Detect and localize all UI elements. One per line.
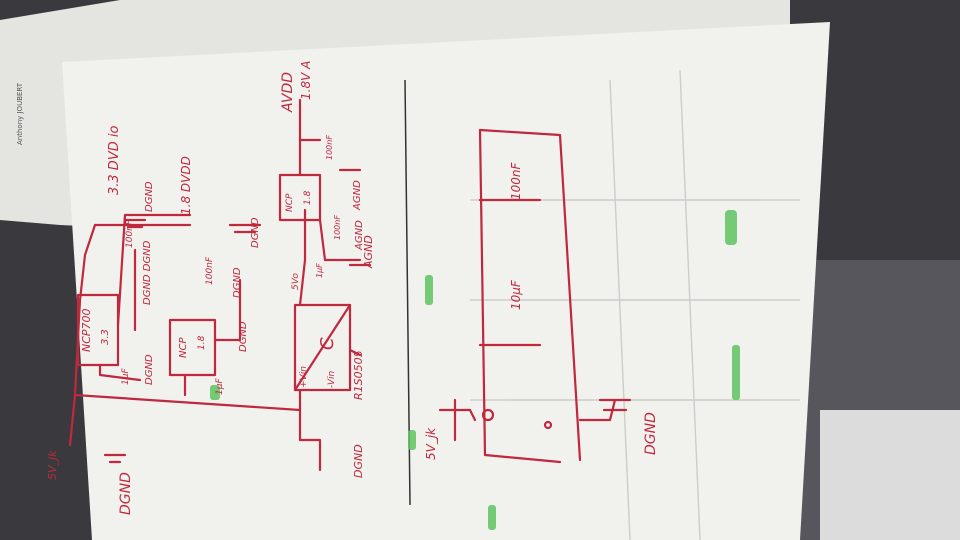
label-dgnd-1v8: DGND	[250, 217, 261, 248]
author-note: Anthony JOUBERT	[16, 82, 24, 145]
label-dgnd-1v8b: DGND	[232, 267, 243, 298]
label-dgnd-bottom: DGND	[643, 412, 659, 455]
label-agnd1: AGND	[362, 235, 375, 269]
label-5v-bottom: 5V_jk	[424, 427, 438, 460]
label-cap-reg2-in: 1µF	[215, 378, 225, 395]
label-5v-top: 5V_jk	[46, 450, 59, 480]
handwritten-labels: 5V_jk DGND NCP700 3.3 1µF DGND 3.3 DVD i…	[46, 61, 659, 515]
label-out-1v8: 1.8 DVDD	[179, 156, 193, 215]
label-agnd3: AGND	[352, 180, 363, 211]
monitor-corner	[820, 410, 960, 540]
label-cap-100n-c: 100nF	[509, 161, 523, 200]
label-cap-1v8: 100nF	[205, 256, 215, 285]
label-avdd-sub: 1.8V A	[299, 61, 313, 100]
label-dgnd-dgnd: DGND DGND	[142, 240, 153, 305]
label-reg3-sub: 1.8	[303, 190, 313, 205]
label-avdd: AVDD	[280, 72, 296, 113]
label-vout: 5Vo	[291, 273, 301, 290]
label-reg2: NCP	[178, 337, 189, 358]
label-cap-avdd: 100nF	[325, 135, 334, 160]
label-dgnd-left: DGND	[118, 472, 134, 515]
right-schematic	[438, 128, 632, 464]
label-reg1-sub: 3.3	[100, 329, 111, 345]
label-reg3: NCP	[285, 193, 295, 212]
label-conv: C	[317, 337, 338, 350]
label-cap-3v3: 100nF	[125, 219, 135, 248]
left-schematic	[68, 98, 372, 472]
label-vin-minus: -Vin	[327, 370, 337, 388]
label-conv-part: R1S0505	[352, 350, 365, 400]
label-dgnd-reg2: DGND	[238, 321, 249, 352]
label-dgnd-reg1: DGND	[144, 354, 155, 385]
label-cap-agnd: 1µF	[315, 263, 324, 278]
label-agnd2: AGND	[354, 220, 365, 251]
label-reg1: NCP700	[80, 308, 93, 352]
label-vin-plus: +Vin	[299, 366, 309, 388]
highlighter-marks	[210, 210, 740, 530]
label-cap-100n-b: 100nF	[333, 215, 342, 240]
label-cap-reg1-in: 1µF	[121, 368, 131, 385]
label-dgnd-conv: DGND	[352, 444, 365, 478]
label-cap-10u: 10µF	[509, 279, 523, 310]
main-paper-sheet	[62, 22, 830, 540]
label-reg2-sub: 1.8	[197, 335, 207, 350]
label-out-3v3: 3.3 DVD io	[107, 126, 122, 195]
label-dgnd-3v3: DGND	[144, 181, 155, 212]
